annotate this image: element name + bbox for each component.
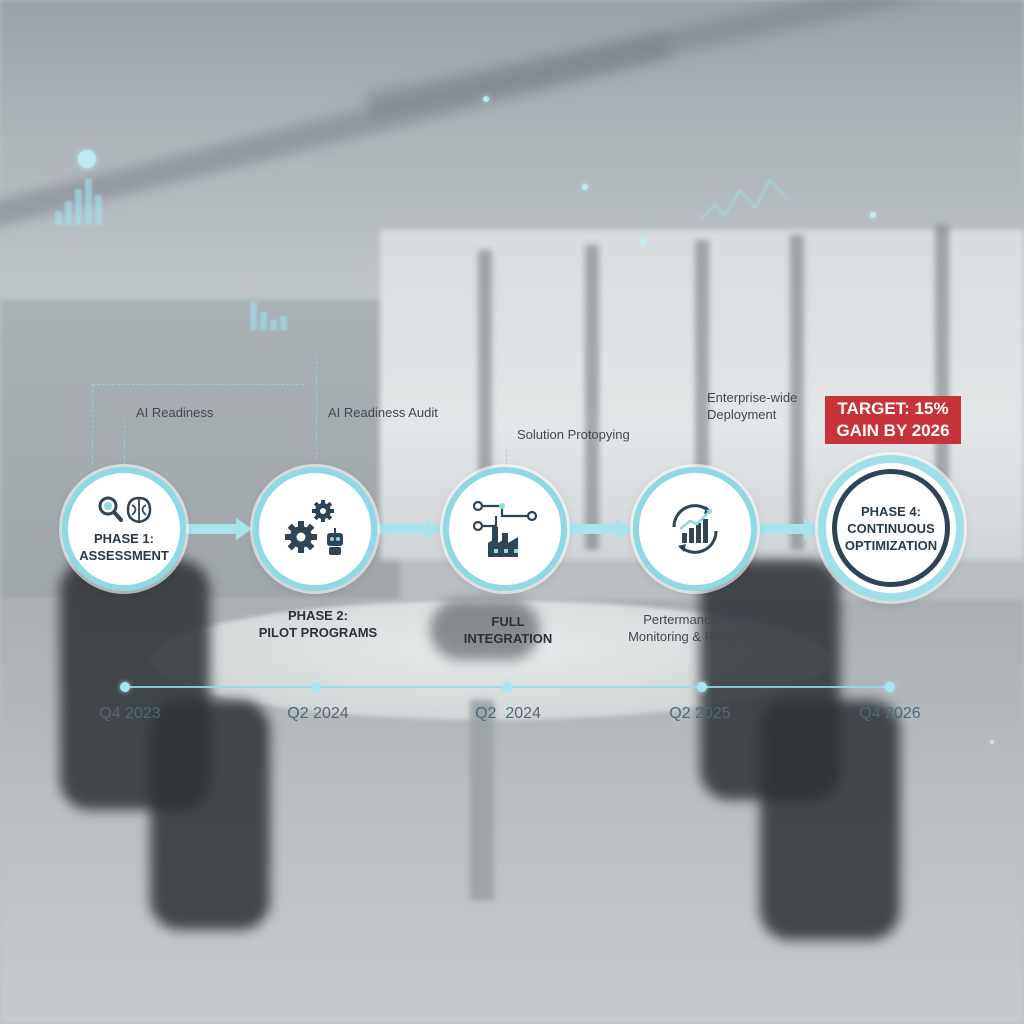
callout-line bbox=[316, 356, 317, 460]
phase2-title: PHASE 2: PILOT PROGRAMS bbox=[238, 607, 398, 641]
connector-arrow bbox=[756, 518, 820, 540]
phase4-title-line1: Pertermance-wide bbox=[643, 612, 749, 627]
target-line2: GAIN BY 2026 bbox=[836, 421, 950, 440]
phase2-title-line2: PILOT PROGRAMS bbox=[258, 625, 378, 640]
phase1-top-label: AI Readiness bbox=[136, 405, 214, 420]
phase-final-title-line3: OPTIMIZATION bbox=[844, 537, 938, 553]
office-chair bbox=[430, 600, 540, 660]
phase-final-inner-ring: PHASE 4: CONTINUOUS OPTIMIZATION bbox=[832, 469, 950, 587]
phase3-title-line2: INTEGRATION bbox=[463, 631, 553, 646]
phase-final-title-line1: PHASE 4: bbox=[861, 503, 921, 519]
phase2-title-line1: PHASE 2: bbox=[288, 608, 348, 623]
phase1-node: PHASE 1: ASSESSMENT bbox=[62, 467, 186, 591]
phase-final-title: PHASE 4: CONTINUOUS OPTIMIZATION bbox=[845, 503, 937, 554]
phase4-title: Pertermance-wide Monitoring & Refiement bbox=[608, 611, 784, 645]
phase1-title-line1: PHASE 1: bbox=[94, 531, 154, 546]
phase1-title: PHASE 1: ASSESSMENT bbox=[79, 530, 169, 564]
timeline-marker bbox=[885, 682, 895, 692]
connector-arrow bbox=[186, 518, 252, 540]
callout-line bbox=[124, 420, 125, 464]
hologram-line-chart-icon bbox=[700, 178, 789, 221]
timeline-marker bbox=[502, 682, 512, 692]
timeline-label: Q2 2024 bbox=[475, 705, 541, 722]
phase-final-node: PHASE 4: CONTINUOUS OPTIMIZATION bbox=[818, 455, 964, 601]
phase4-node bbox=[633, 467, 757, 591]
timeline-label: Q2 2025 bbox=[669, 705, 731, 722]
window-mullion bbox=[790, 235, 804, 550]
timeline-marker bbox=[697, 682, 707, 692]
callout-line bbox=[694, 390, 695, 464]
magnifier-brain-icon bbox=[96, 494, 152, 526]
phase4-top-label-line2: Deployment bbox=[707, 407, 777, 422]
hologram-bar-chart-icon bbox=[55, 170, 115, 225]
growth-cycle-icon bbox=[662, 499, 728, 559]
phase4-top-label-line1: Enterprise-wide bbox=[707, 390, 798, 405]
window-mullion bbox=[585, 245, 599, 550]
phase3-title: FULL INTEGRATION bbox=[428, 613, 588, 647]
timeline-marker bbox=[120, 682, 130, 692]
timeline-label: Q4 2026 bbox=[859, 705, 921, 722]
target-badge: TARGET: 15% GAIN BY 2026 bbox=[825, 396, 961, 444]
callout-line bbox=[506, 450, 507, 466]
target-line1: TARGET: 15% bbox=[837, 399, 949, 418]
timeline-marker bbox=[311, 682, 321, 692]
callout-line bbox=[92, 384, 304, 385]
phase-final-title-line2: CONTINUOUS bbox=[847, 520, 935, 536]
timeline-label: Q4 2023 bbox=[99, 705, 161, 722]
timeline-label: Q2 2024 bbox=[287, 705, 349, 722]
phase3-top-label: Solution Protopying bbox=[517, 427, 630, 442]
gears-robot-icon bbox=[279, 499, 351, 559]
phase4-title-line2: Monitoring & Refiement bbox=[628, 629, 764, 644]
phase3-title-line1: FULL bbox=[491, 614, 525, 629]
table-leg bbox=[470, 700, 494, 900]
connector-arrow bbox=[568, 518, 632, 540]
phase2-node bbox=[253, 467, 377, 591]
factory-network-icon bbox=[470, 499, 540, 559]
connector-arrow bbox=[378, 518, 442, 540]
callout-line bbox=[92, 384, 93, 464]
hologram-bar-chart-icon bbox=[250, 290, 330, 330]
office-chair bbox=[760, 700, 900, 940]
phase2-top-label: AI Readiness Audit bbox=[328, 405, 438, 420]
phase3-node bbox=[443, 467, 567, 591]
office-chair bbox=[150, 700, 270, 930]
phase4-top-label: Enterprise-wide Deployment bbox=[707, 389, 797, 423]
phase1-title-line2: ASSESSMENT bbox=[79, 548, 169, 563]
